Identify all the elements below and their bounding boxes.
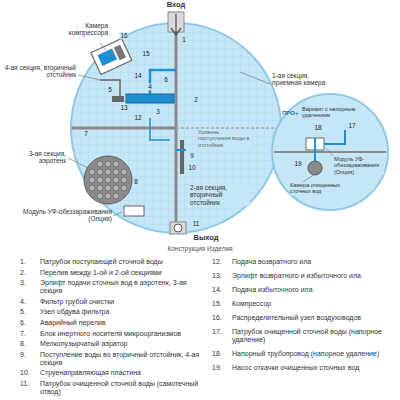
list-item: Струенаправляющая пластина bbox=[40, 369, 208, 377]
compressor-chamber bbox=[91, 38, 132, 74]
callout-number: 1 bbox=[181, 36, 187, 43]
air-distributor bbox=[114, 45, 126, 61]
media-block bbox=[84, 156, 132, 204]
inset-tank bbox=[272, 94, 388, 210]
part-label: Камера компрессора bbox=[48, 22, 108, 37]
list-number: 7. bbox=[20, 330, 26, 338]
partition-wall bbox=[72, 127, 176, 130]
callout-number: 2 bbox=[193, 96, 199, 103]
callout-number: 9 bbox=[189, 152, 195, 159]
part-label: Камера очищенных сточных вод bbox=[290, 182, 362, 195]
list-item: Эрлифт возвратного и избыточного ила bbox=[232, 272, 394, 280]
uv-module bbox=[124, 206, 144, 216]
variant-label: Вариант с напорным удалением bbox=[302, 106, 364, 119]
part-label: Модуль УФ-обеззараживания (Опция) bbox=[12, 208, 112, 223]
callout-number: 11 bbox=[192, 220, 201, 227]
return-sludge-pipe bbox=[150, 118, 170, 140]
list-item: Напорный трубопровод (напорное удаление) bbox=[232, 350, 394, 358]
callout-number: 15 bbox=[141, 50, 150, 57]
list-number: 17. bbox=[212, 328, 222, 336]
list-number: 3. bbox=[20, 279, 26, 287]
section-label: 1-ая секция, приемная камера bbox=[272, 72, 328, 87]
section-label: 2-ая секция, вторичный отстойник bbox=[190, 184, 250, 206]
list-item: Эрлифт подачи сточных вод в аэротенк, 3-… bbox=[40, 279, 208, 295]
coarse-filter bbox=[126, 94, 174, 103]
callout-number: 4 bbox=[147, 83, 153, 90]
inlet-arrow bbox=[171, 14, 181, 35]
pump bbox=[308, 161, 322, 175]
list-number: 5. bbox=[20, 308, 26, 316]
sludge-pipe bbox=[100, 80, 120, 96]
list-number: 11. bbox=[20, 380, 29, 388]
tank-grid bbox=[73, 25, 279, 231]
list-item: Патрубок поступающей сточной воды bbox=[40, 258, 208, 266]
list-item: Мелкопузырчатый аэратор bbox=[40, 340, 208, 348]
callout-number: 17 bbox=[347, 122, 356, 129]
list-number: 6. bbox=[20, 319, 26, 327]
inset-leaders bbox=[303, 148, 333, 182]
variant-tag: ПРО+ bbox=[282, 110, 302, 117]
leader-lines bbox=[68, 43, 270, 216]
transfer-pipe bbox=[176, 149, 186, 151]
outlet-label: Выход bbox=[186, 234, 226, 243]
callout-number: 14 bbox=[133, 72, 142, 79]
filter-blower bbox=[112, 96, 124, 102]
airlift-pipe bbox=[150, 70, 176, 94]
level-note: Уровень поступления воды в отстойник bbox=[198, 129, 252, 148]
callout-number: 7 bbox=[83, 130, 89, 137]
list-number: 19. bbox=[212, 364, 222, 372]
tank-body bbox=[71, 23, 281, 233]
outlet-symbol bbox=[174, 224, 182, 232]
callout-number: 12 bbox=[133, 114, 142, 121]
callout-number: 3 bbox=[155, 108, 161, 115]
list-item: Подача возвратного ила bbox=[232, 258, 394, 266]
list-number: 13. bbox=[212, 272, 222, 280]
list-number: 15. bbox=[212, 300, 222, 308]
aerator-holes bbox=[89, 161, 127, 199]
list-item: Перелив между 1-ой и 2-ой секциями bbox=[40, 269, 208, 277]
list-number: 16. bbox=[212, 314, 222, 322]
flow-plate bbox=[180, 140, 184, 174]
list-number: 12. bbox=[212, 258, 222, 266]
callout-number: 19 bbox=[293, 160, 302, 167]
list-number: 9. bbox=[20, 351, 26, 359]
callout-number: 16 bbox=[119, 32, 128, 39]
list-item: Блок инертного носителя микроорганизмов bbox=[40, 330, 208, 338]
list-number: 14. bbox=[212, 286, 222, 294]
callout-number: 13 bbox=[119, 104, 128, 111]
list-item: Аварийный перелив bbox=[40, 319, 208, 327]
compressor bbox=[97, 48, 117, 66]
list-number: 10. bbox=[20, 369, 30, 377]
list-item: Поступление воды во вторичный отстойник,… bbox=[40, 351, 208, 367]
list-item: Компрессор bbox=[232, 300, 394, 308]
list-item: Насос откачки очищенных сточных вод bbox=[232, 364, 394, 372]
callout-number: 6 bbox=[163, 76, 169, 83]
list-item: Патрубок очищенной сточной воды (напорно… bbox=[232, 328, 394, 344]
callout-number: 10 bbox=[187, 164, 196, 171]
list-item: Распределительный узел воздуховодов bbox=[232, 314, 394, 322]
list-item: Подача избыточного ила bbox=[232, 286, 394, 294]
list-number: 2. bbox=[20, 269, 26, 277]
list-item: Патрубок очищенной сточной воды (самотеч… bbox=[40, 380, 208, 396]
list-item: Узел обдува фильтра bbox=[40, 308, 208, 316]
section-label: 3-ая секция, аэротенк bbox=[4, 150, 66, 165]
list-item: Фильтр грубой очистки bbox=[40, 298, 208, 306]
list-number: 8. bbox=[20, 340, 26, 348]
inlet-label: Вход bbox=[156, 1, 196, 10]
list-number: 18. bbox=[212, 350, 222, 358]
outlet-pipe bbox=[170, 222, 186, 234]
list-number: 4. bbox=[20, 298, 26, 306]
section-label: 4-ая секция, вторичный отстойник bbox=[4, 64, 76, 79]
callout-number: 18 bbox=[313, 124, 322, 131]
figure-caption: Конструкция Изделия bbox=[100, 245, 300, 252]
list-number: 1. bbox=[20, 258, 26, 266]
part-label: Модуль УФ-обеззараживания (Опция) bbox=[334, 156, 384, 175]
callout-number: 8 bbox=[133, 178, 139, 185]
callout-number: 5 bbox=[107, 86, 113, 93]
